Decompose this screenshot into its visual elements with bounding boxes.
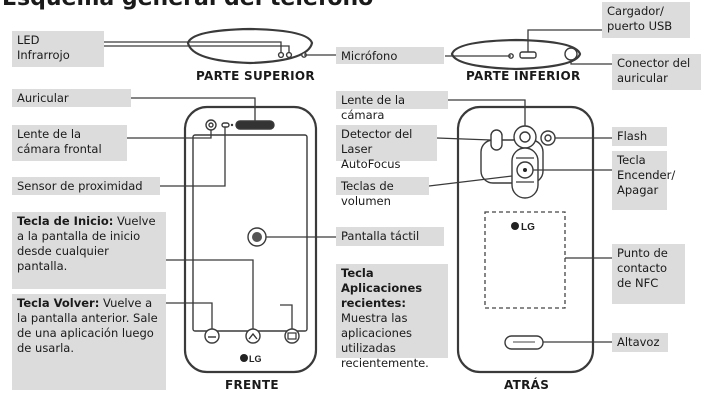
label-recent-apps: Tecla Aplicaciones recientes: Muestra la… [336, 264, 448, 370]
label-camera-lens: Lente de la cámara [336, 91, 448, 122]
caption-front: FRENTE [225, 378, 279, 392]
label-back-key: Tecla Volver: Vuelve a la pantalla anter… [12, 294, 166, 390]
label-microphone: Micrófono [336, 47, 444, 64]
label-proximity: Sensor de proximidad [12, 177, 160, 195]
back-logo: LG [521, 222, 535, 233]
label-power: Tecla Encender/ Apagar [612, 151, 675, 210]
label-headset: Conector del auricular [612, 54, 701, 90]
label-home-key: Tecla de Inicio: Vuelve a la pantalla de… [12, 212, 166, 289]
leader-lines [104, 29, 612, 343]
label-charger: Cargador/ puerto USB [602, 2, 690, 38]
caption-back: ATRÁS [504, 378, 550, 392]
label-nfc: Punto de contacto de NFC [612, 244, 685, 304]
label-led: LED [17, 33, 40, 47]
recent-title: Tecla Aplicaciones recientes: [341, 266, 423, 310]
label-volume: Teclas de volumen [336, 177, 429, 208]
label-laser: Detector del Laser AutoFocus [336, 125, 437, 171]
label-front-lens: Lente de la cámara frontal [12, 125, 127, 161]
bottom-view-device [450, 38, 582, 71]
label-touchscreen: Pantalla táctil [336, 227, 444, 246]
back-key-title: Tecla Volver: [17, 296, 100, 310]
page-title: Esquema general del teléfono [2, 0, 373, 11]
recent-text: Muestra las aplicaciones utilizadas reci… [341, 311, 429, 370]
label-earpiece: Auricular [12, 89, 131, 107]
label-led-infrared: LED Infrarrojo [12, 31, 104, 67]
label-flash: Flash [612, 127, 667, 146]
caption-bottom: PARTE INFERIOR [466, 69, 581, 83]
home-key-title: Tecla de Inicio: [17, 214, 114, 228]
back-key-text: Vuelve a la pantalla anterior. Sale de u… [17, 296, 158, 355]
label-speaker: Altavoz [612, 333, 668, 352]
front-logo: LG [249, 354, 262, 364]
caption-top: PARTE SUPERIOR [196, 69, 315, 83]
label-infrared: Infrarrojo [17, 48, 70, 62]
front-phone [183, 105, 318, 374]
home-key-text: Vuelve a la pantalla de inicio desde cua… [17, 214, 156, 273]
back-phone [456, 105, 595, 374]
